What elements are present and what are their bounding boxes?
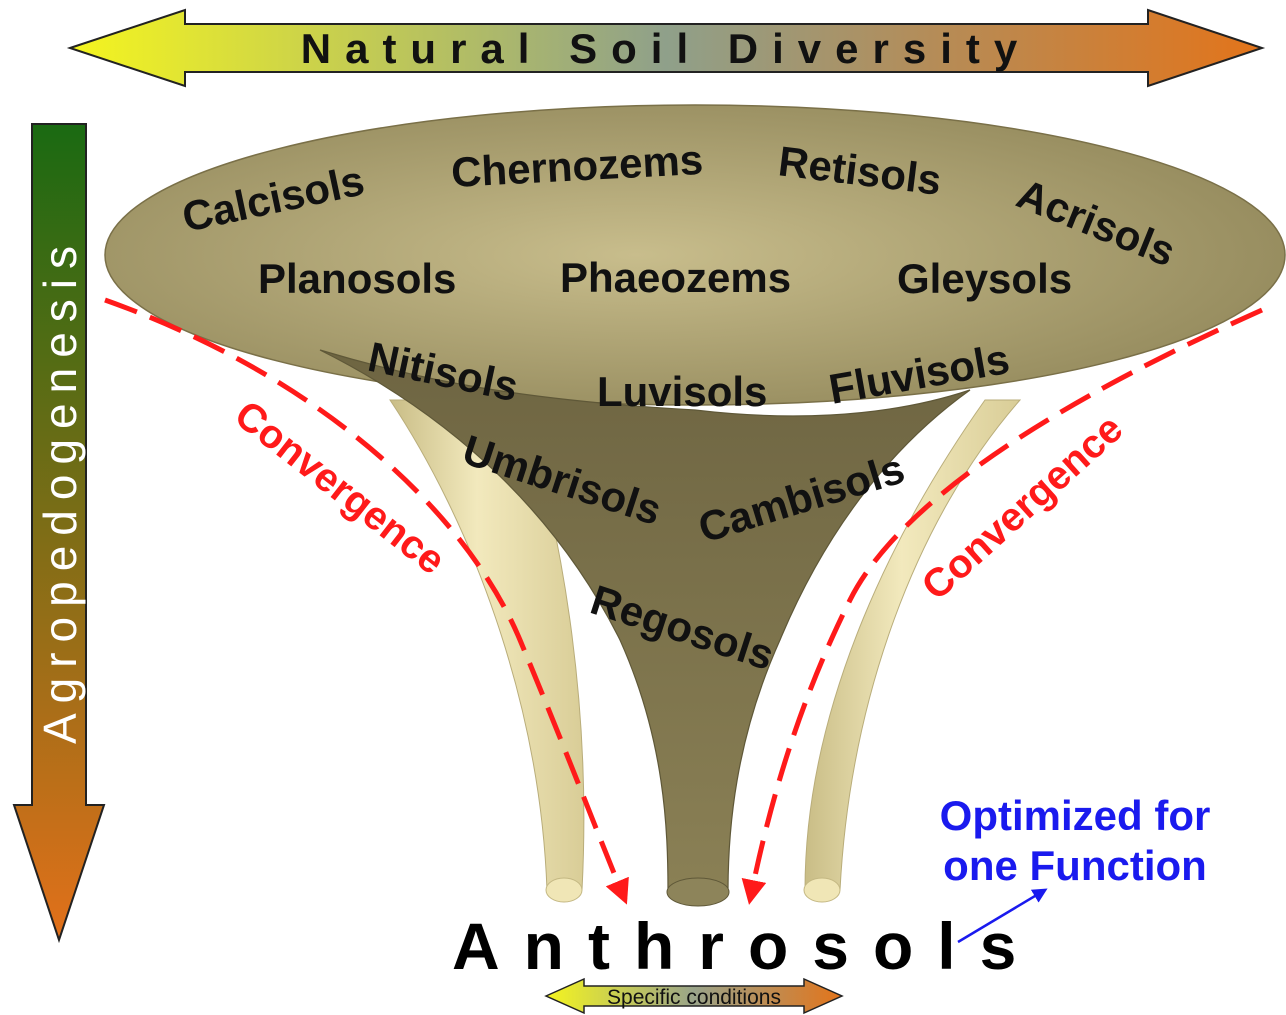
specific-conditions-arrow: Specific conditions [546, 979, 842, 1013]
soil-planosols: Planosols [258, 255, 456, 302]
funnel-outlet [667, 878, 729, 906]
soil-luvisols: Luvisols [597, 368, 767, 415]
natural-soil-diversity-label: Natural Soil Diversity [301, 25, 1031, 72]
optimized-line1: Optimized for [940, 792, 1211, 839]
agropedogenesis-label: Agropedogenesis [34, 236, 86, 744]
natural-soil-diversity-arrow: Natural Soil Diversity [70, 10, 1262, 86]
soil-gleysols: Gleysols [897, 255, 1072, 302]
optimized-line2: one Function [943, 842, 1207, 889]
agropedogenesis-arrow: Agropedogenesis [14, 124, 104, 940]
soil-phaeozems: Phaeozems [560, 254, 791, 301]
anthrosols-label: Anthrosols [452, 909, 1040, 983]
specific-conditions-label: Specific conditions [607, 986, 781, 1009]
